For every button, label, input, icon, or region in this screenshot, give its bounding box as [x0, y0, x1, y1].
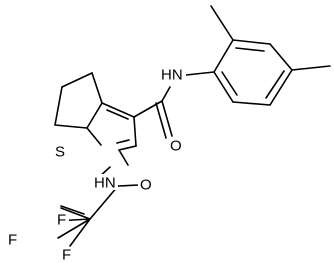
label-mask [55, 212, 69, 228]
bond [116, 139, 130, 144]
fluorine-atom-label: F [57, 212, 66, 229]
carbonyl-oxygen-label: O [170, 138, 182, 155]
phenyl-ring-bonds [210, 5, 331, 106]
bond [235, 47, 265, 52]
fluorine-atom-label: F [8, 232, 17, 249]
label-mask [92, 174, 118, 190]
bond [291, 65, 331, 71]
trifluoroacetamide-nh-label: HN [94, 175, 116, 192]
bond [155, 102, 167, 139]
carboxamide-bonds [133, 71, 215, 139]
bond [221, 71, 238, 96]
bond [118, 145, 137, 151]
label-mask [53, 145, 79, 159]
bond [91, 72, 103, 104]
bond [133, 116, 137, 147]
bond [69, 218, 91, 247]
bond [213, 39, 234, 73]
cyclopentane-ring-bonds [54, 72, 103, 129]
bond [133, 100, 163, 118]
bond [232, 39, 271, 45]
trifluoroacetyl-oxygen-label: O [140, 177, 152, 194]
bond [57, 218, 91, 239]
bond [86, 102, 103, 129]
bond [213, 71, 234, 103]
bond [86, 127, 102, 146]
thiophene-ring-bonds [86, 102, 137, 151]
atom-labels: S HN HN O O F F F [6, 66, 186, 263]
bond [118, 149, 129, 166]
bond [269, 43, 293, 71]
fluorine-atom-label: F [62, 247, 71, 263]
bond [60, 207, 91, 220]
bond [265, 70, 285, 99]
bond [89, 185, 119, 220]
bond [101, 102, 135, 118]
bond [117, 184, 140, 187]
label-mask [168, 138, 184, 154]
bond [185, 71, 215, 76]
bond [269, 69, 293, 106]
bond [161, 86, 171, 102]
label-mask [60, 247, 74, 263]
bond [161, 100, 173, 137]
label-mask [138, 176, 154, 192]
bond [54, 86, 63, 126]
bond [54, 124, 88, 129]
bond [210, 5, 234, 41]
bond [106, 109, 129, 120]
bond [61, 72, 93, 88]
bond [60, 205, 85, 215]
bond [232, 101, 271, 106]
trifluoroacetamide-bonds [55, 149, 140, 247]
label-mask [6, 232, 20, 248]
label-mask [160, 66, 186, 82]
sulfur-atom-label: S [55, 144, 65, 161]
amide-nh-label: HN [161, 67, 183, 84]
